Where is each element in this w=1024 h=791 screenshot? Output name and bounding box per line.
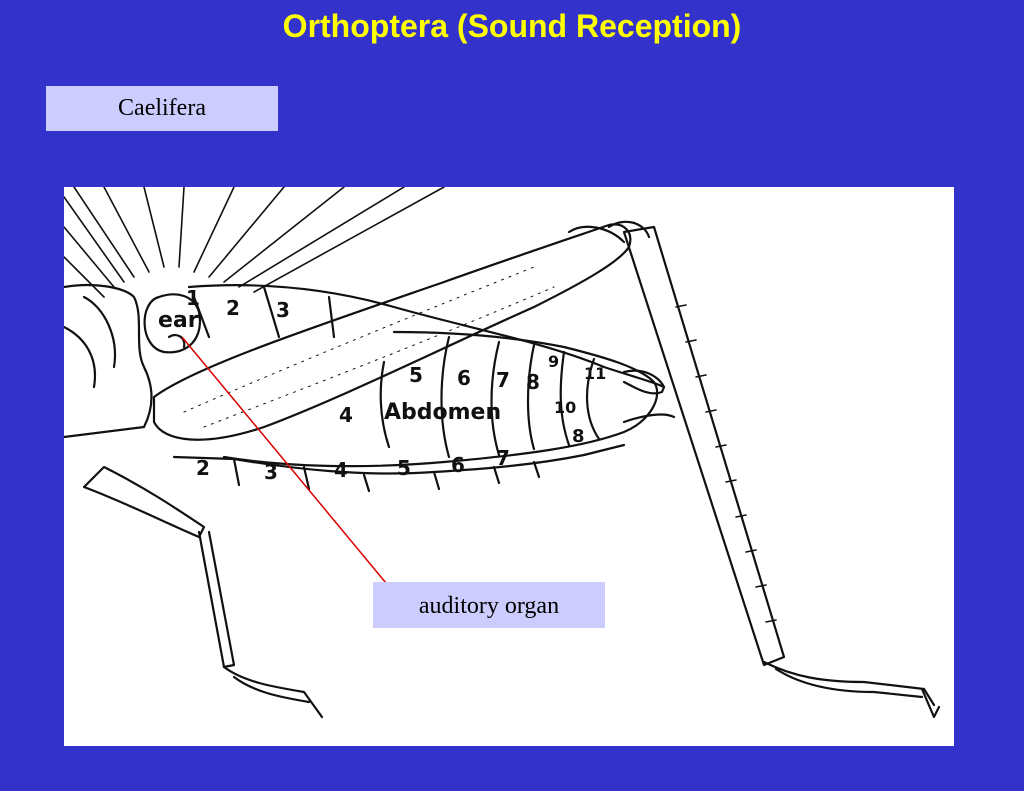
segment-number: 4: [339, 403, 353, 427]
grasshopper-diagram: ear Abdomen 1 2 3 4 5 6 7 8 9 10 11 2 3 …: [64, 187, 954, 746]
segment-number: 7: [496, 368, 510, 392]
callout-label-box: auditory organ: [373, 582, 605, 628]
segment-number: 2: [226, 296, 240, 320]
segment-number: 10: [554, 398, 576, 417]
segment-number: 8: [572, 426, 585, 447]
segment-number: 2: [196, 456, 210, 480]
grasshopper-drawing: ear Abdomen 1 2 3 4 5 6 7 8 9 10 11 2 3 …: [64, 187, 941, 719]
segment-number: 8: [526, 370, 540, 394]
segment-number: 6: [451, 453, 465, 477]
abdomen-dorsal: [187, 284, 666, 389]
ear-outline: [143, 293, 202, 354]
wing: [64, 187, 445, 298]
thorax: [64, 283, 153, 439]
segment-number: 3: [264, 460, 278, 484]
segment-number: 4: [334, 458, 348, 482]
segment-number: 5: [409, 363, 423, 387]
segment-number: 1: [186, 286, 200, 310]
hind-tibia: [622, 225, 786, 667]
ear-label: ear: [158, 308, 199, 333]
hind-tarsus: [762, 660, 936, 707]
abdomen-label: Abdomen: [384, 400, 501, 425]
segment-number: 6: [457, 366, 471, 390]
suborder-label-box: Caelifera: [46, 86, 278, 131]
segment-number: 11: [584, 364, 606, 383]
abdomen-segments: [222, 330, 659, 468]
segment-number: 7: [496, 446, 510, 470]
segment-number: 3: [276, 298, 290, 322]
segment-number: 5: [397, 456, 411, 480]
slide-title: Orthoptera (Sound Reception): [282, 8, 742, 44]
segment-number: 9: [548, 352, 559, 371]
